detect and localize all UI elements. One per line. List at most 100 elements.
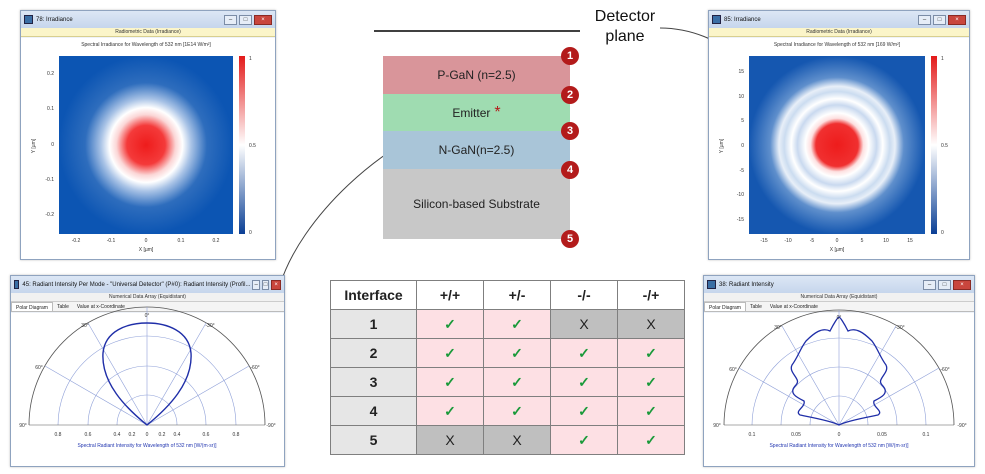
x-tick: -10 xyxy=(784,238,791,244)
r-tick: 0.1 xyxy=(923,432,930,438)
colorbar xyxy=(239,56,245,234)
banner: Radiometric Data (Irradiance) xyxy=(21,28,275,37)
angle-label: 30° xyxy=(774,325,782,331)
window-title: 85: Irradiance xyxy=(724,16,761,23)
header-pm: +/- xyxy=(483,280,551,310)
angle-label: 90° xyxy=(713,423,721,429)
tab-value-at-x[interactable]: Value at x-Coordinate xyxy=(76,304,125,310)
titlebar[interactable]: 85: Irradiance – □ × xyxy=(709,11,969,28)
banner: Numerical Data Array (Equidistant) xyxy=(11,293,284,302)
polar-spoke xyxy=(44,365,148,426)
y-tick: -15 xyxy=(737,217,744,223)
window-irradiance-source[interactable]: 78: Irradiance – □ × Radiometric Data (I… xyxy=(20,10,276,260)
layer-ngan: N-GaN(n=2.5) xyxy=(383,131,570,169)
header-interface: Interface xyxy=(330,280,417,310)
x-tick: -5 xyxy=(810,238,815,244)
cbar-tick: 0 xyxy=(249,230,252,236)
x-tick: 10 xyxy=(883,238,889,244)
maximize-button[interactable]: □ xyxy=(933,14,946,25)
r-tick: 0.05 xyxy=(877,432,887,438)
y-label: Y [µm] xyxy=(31,138,37,153)
polar-spoke xyxy=(738,367,840,426)
x-tick: 15 xyxy=(907,238,913,244)
table-row: 4 ✓ ✓ ✓ ✓ xyxy=(330,396,685,426)
maximize-button[interactable]: □ xyxy=(261,279,270,290)
interface-table: Interface +/+ +/- -/- -/+ 1 ✓ ✓ X X 2 ✓ … xyxy=(330,280,685,455)
plot-area[interactable]: 0° 30° -30° 60° -60° 90° -90° 0.1 0.05 0… xyxy=(704,309,974,466)
x-tick: -0.1 xyxy=(107,238,116,244)
titlebar[interactable]: 45: Radiant Intensity Per Mode - "Univer… xyxy=(11,276,284,293)
tab-polar-diagram[interactable]: Polar Diagram xyxy=(704,302,746,311)
window-radiant-intensity[interactable]: 38: Radiant Intensity – □ × Numerical Da… xyxy=(703,275,975,467)
r-tick: 0.8 xyxy=(233,432,240,438)
r-tick: 0.6 xyxy=(203,432,210,438)
row-label: 3 xyxy=(330,367,417,397)
app-icon xyxy=(712,15,721,24)
window-irradiance-detector[interactable]: 85: Irradiance – □ × Radiometric Data (I… xyxy=(708,10,970,260)
window-radiant-intensity-mode[interactable]: 45: Radiant Intensity Per Mode - "Univer… xyxy=(10,275,285,467)
cbar-tick: 0.5 xyxy=(941,143,948,149)
x-label: X [µm] xyxy=(830,247,845,253)
angle-label: 0° xyxy=(837,315,842,321)
app-icon xyxy=(24,15,33,24)
emitter-star-icon: * xyxy=(494,103,501,121)
minimize-button[interactable]: – xyxy=(923,279,936,290)
close-button[interactable]: × xyxy=(948,14,966,25)
y-tick: -0.1 xyxy=(45,177,54,183)
tab-value-at-x[interactable]: Value at x-Coordinate xyxy=(769,304,818,310)
close-button[interactable]: × xyxy=(953,279,971,290)
layer-ngan-label: N-GaN(n=2.5) xyxy=(438,143,515,157)
y-tick: -5 xyxy=(740,168,745,174)
titlebar[interactable]: 38: Radiant Intensity – □ × xyxy=(704,276,974,293)
minimize-button[interactable]: – xyxy=(918,14,931,25)
radiant-intensity-curve xyxy=(102,322,192,426)
irradiance-plot[interactable]: Spectral Irradiance for Wavelength of 53… xyxy=(709,38,969,259)
maximize-button[interactable]: □ xyxy=(938,279,951,290)
polar-spoke xyxy=(838,367,940,426)
angle-label: -30° xyxy=(895,325,904,331)
close-button[interactable]: × xyxy=(271,279,282,290)
r-tick: 0.1 xyxy=(749,432,756,438)
x-tick: -15 xyxy=(760,238,767,244)
cbar-tick: 0.5 xyxy=(249,143,256,149)
polar-plot[interactable]: 0° 30° -30° 60° -60° 90° -90° 0.1 0.05 0… xyxy=(704,309,974,466)
tab-polar-diagram[interactable]: Polar Diagram xyxy=(11,302,53,311)
detector-label-line2: plane xyxy=(605,28,645,45)
cell-check: ✓ xyxy=(483,309,551,339)
cell-check: ✓ xyxy=(416,338,484,368)
tab-table[interactable]: Table xyxy=(749,304,762,310)
layer-pgan-label: P-GaN (n=2.5) xyxy=(437,68,516,82)
y-tick: 10 xyxy=(738,94,744,100)
cell-check: ✓ xyxy=(550,338,618,368)
interface-marker-2: 2 xyxy=(561,86,579,104)
angle-label: 0° xyxy=(145,313,150,319)
maximize-button[interactable]: □ xyxy=(239,14,252,25)
plot-area[interactable]: Spectral Irradiance for Wavelength of 53… xyxy=(709,38,969,259)
polar-plot[interactable]: 0° 30° -30° 60° -60° 90° -90° 0.8 0.6 0.… xyxy=(11,306,284,466)
plot-area[interactable]: 0° 30° -30° 60° -60° 90° -90° 0.8 0.6 0.… xyxy=(11,306,284,466)
window-title: 45: Radiant Intensity Per Mode - "Univer… xyxy=(22,281,251,288)
row-label: 4 xyxy=(330,396,417,426)
angle-label: -30° xyxy=(205,323,214,329)
polar-caption: Spectral Radiant Intensity for Wavelengt… xyxy=(77,443,217,449)
x-tick: 0.2 xyxy=(213,238,220,244)
cell-cross: X xyxy=(550,309,618,339)
y-tick: 0 xyxy=(51,142,54,148)
plot-title: Spectral Irradiance for Wavelength of 53… xyxy=(81,42,211,48)
irradiance-plot[interactable]: Spectral Irradiance for Wavelength of 53… xyxy=(21,38,275,259)
minimize-button[interactable]: – xyxy=(224,14,237,25)
titlebar[interactable]: 78: Irradiance – □ × xyxy=(21,11,275,28)
polar-spoke xyxy=(87,322,148,426)
minimize-button[interactable]: – xyxy=(252,279,260,290)
plot-area[interactable]: Spectral Irradiance for Wavelength of 53… xyxy=(21,38,275,259)
angle-label: -90° xyxy=(957,423,966,429)
polar-spoke xyxy=(838,325,897,426)
y-tick: -0.2 xyxy=(45,212,54,218)
cell-check: ✓ xyxy=(617,367,685,397)
plot-title: Spectral Irradiance for Wavelength of 53… xyxy=(774,42,901,48)
layer-substrate: Silicon-based Substrate xyxy=(383,169,570,239)
close-button[interactable]: × xyxy=(254,14,272,25)
y-tick: 0 xyxy=(741,143,744,149)
tab-table[interactable]: Table xyxy=(56,304,69,310)
colorbar xyxy=(931,56,937,234)
